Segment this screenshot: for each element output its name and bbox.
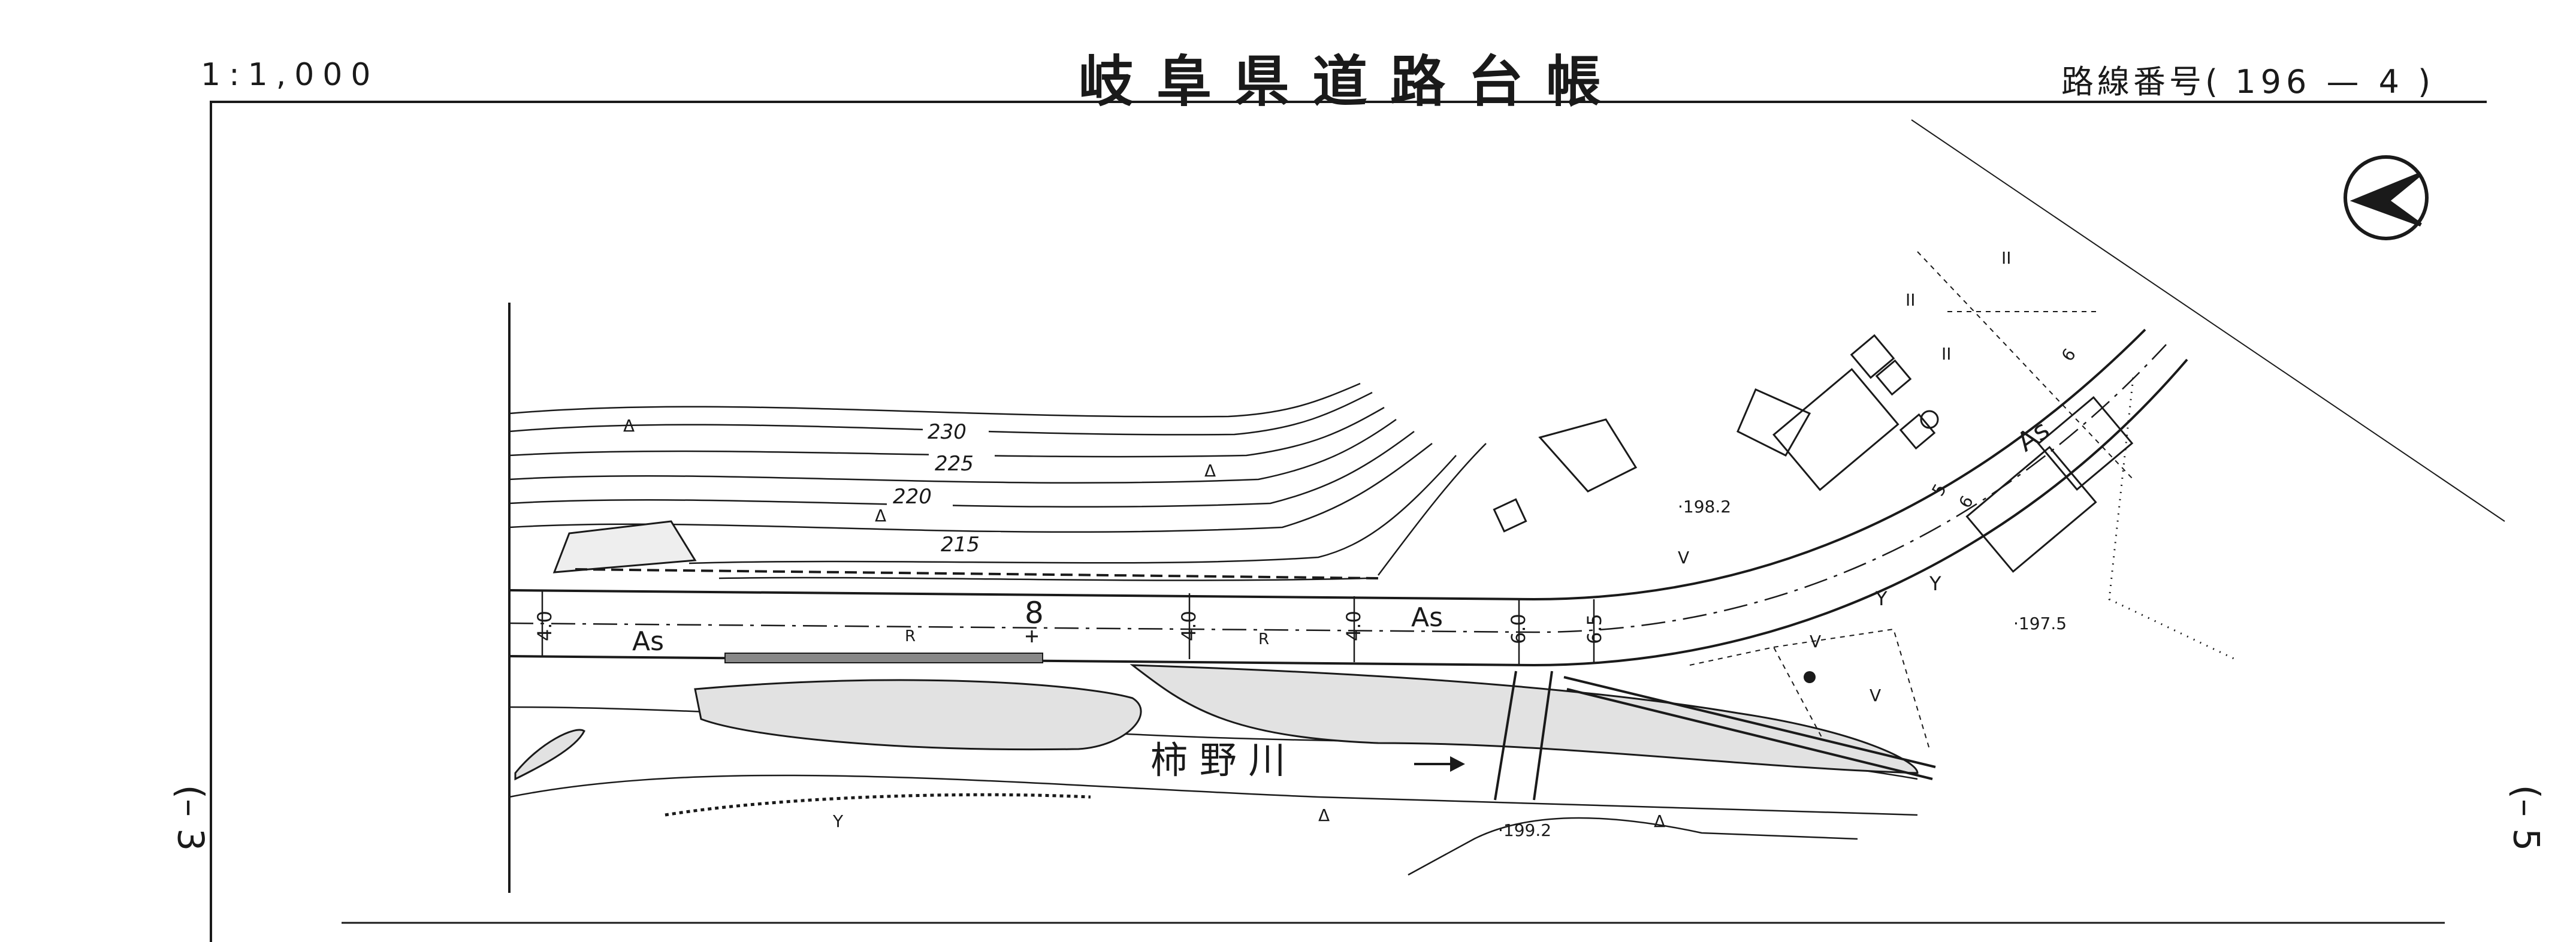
river-name: 柿 野 川 <box>1150 738 1285 782</box>
guardrail-label: R <box>1258 630 1269 648</box>
landuse-symbol: V <box>1810 632 1821 651</box>
contour-label: 230 <box>928 420 967 444</box>
landuse-symbol: V <box>1678 548 1689 567</box>
tower-icon <box>1804 671 1816 683</box>
width-label: 4.0 <box>533 611 556 641</box>
elevation-label: ·199.2 <box>1498 820 1551 840</box>
lower-bank <box>665 793 1091 817</box>
bridge <box>1494 671 1553 801</box>
width-ticks <box>541 590 1595 665</box>
landuse-symbol: Y <box>1875 587 1888 610</box>
width-label: 6.0 <box>1507 614 1530 644</box>
landuse-symbol: V <box>1870 686 1881 705</box>
landuse-symbol: II <box>2001 248 2012 268</box>
landuse-symbol: Δ <box>875 506 886 526</box>
contour-label: 215 <box>941 533 980 557</box>
surface-label: As <box>632 626 664 657</box>
width-label: 6 <box>2058 345 2080 365</box>
landuse-symbol: II <box>1905 290 1916 310</box>
width-label: 6.5 <box>1583 614 1606 644</box>
embankment-line <box>575 568 1379 579</box>
route-number: 路線番号( 196 — 4 ) <box>2061 63 2435 101</box>
landuse-symbol: Δ <box>1318 805 1330 825</box>
surface-label: As <box>1411 602 1443 633</box>
property-lines <box>1689 251 2134 750</box>
boundary-dotted <box>2108 377 2236 660</box>
guardrail-label: R <box>905 627 916 645</box>
elevation-label: ·197.5 <box>2013 614 2067 633</box>
landuse-symbol: Y <box>1929 572 1941 595</box>
rock-area <box>552 520 697 573</box>
map-frame <box>210 101 2487 942</box>
sandbar <box>514 729 585 781</box>
route-label: 路線番号 <box>2061 63 2205 101</box>
sandbar <box>1130 664 1919 774</box>
guardrail <box>724 653 1043 663</box>
width-label: 5 <box>1928 481 1950 500</box>
route-marker: 8 <box>1025 596 1044 630</box>
lower-road <box>1408 817 1858 876</box>
landuse-symbol: II <box>1941 344 1952 364</box>
contour-label: 225 <box>935 452 974 476</box>
contour-label: 220 <box>893 485 932 509</box>
width-label: 4.0 <box>1177 611 1200 641</box>
diagonal-line <box>1911 119 2505 522</box>
river-wall <box>1563 676 1936 780</box>
map-scale: 1:1,000 <box>201 57 379 93</box>
buildings <box>1493 334 2134 573</box>
well-icon <box>1920 410 1939 429</box>
width-label: 6 <box>1955 493 1977 512</box>
landuse-symbol: Δ <box>1204 461 1216 481</box>
width-label: 4.0 <box>1342 611 1365 641</box>
north-arrow-icon <box>2344 155 2429 240</box>
map-title: 岐阜県道路台帳 <box>1079 50 1624 114</box>
sandbar <box>694 679 1142 751</box>
landuse-symbol: Y <box>832 811 844 831</box>
landuse-symbol: Δ <box>1654 811 1665 831</box>
road-edges <box>509 328 2188 667</box>
elevation-label: ·198.2 <box>1678 497 1731 517</box>
landuse-symbol: Δ <box>623 416 635 436</box>
route-value: 196 — 4 <box>2235 63 2404 101</box>
